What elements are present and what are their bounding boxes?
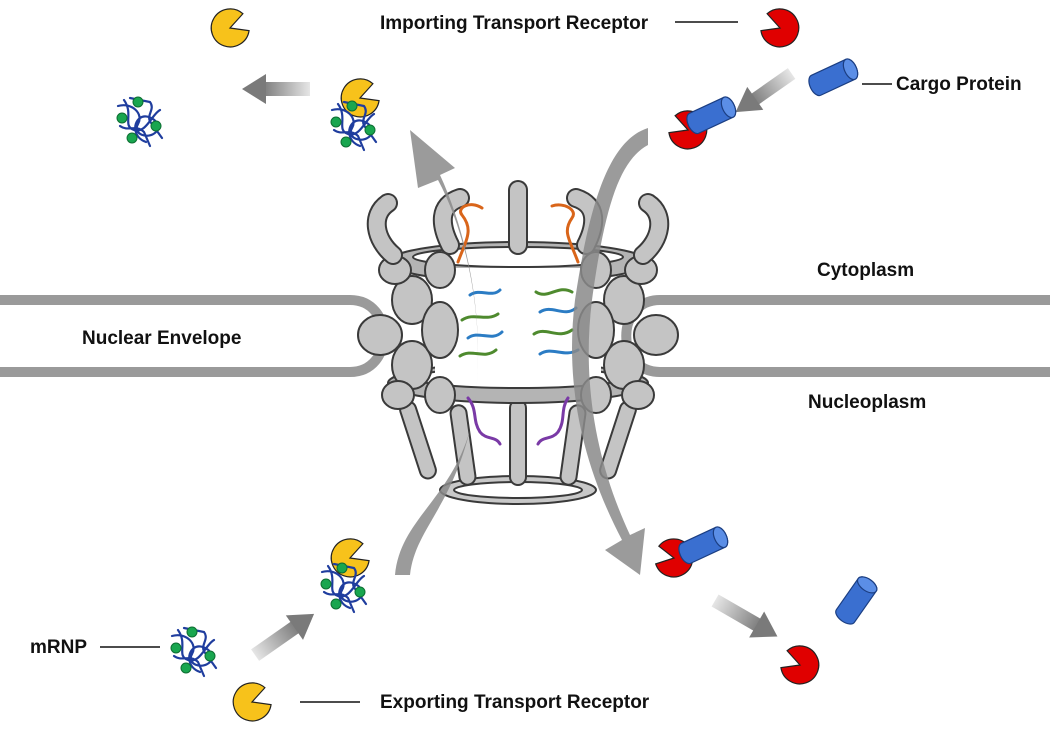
- cytoplasm-label: Cytoplasm: [817, 260, 914, 281]
- flow-arrow-icon: [242, 74, 310, 104]
- cargo-protein-icon: [805, 56, 862, 99]
- pore-subunits: [357, 251, 679, 414]
- import-receptor-icon: [756, 3, 805, 53]
- export-receptor-icon: [205, 3, 254, 53]
- importing-receptor-label: Importing Transport Receptor: [380, 13, 649, 34]
- export-receptor-icon: [325, 533, 374, 583]
- export-receptor-icon: [227, 677, 276, 727]
- flow-arrow-icon: [735, 68, 796, 113]
- nuclear-pore-complex: [357, 180, 679, 505]
- transport-arrows: [242, 68, 796, 661]
- nucleoplasm-label: Nucleoplasm: [808, 392, 926, 413]
- nuclear-envelope-label: Nuclear Envelope: [82, 328, 241, 349]
- mrnp-icon: [169, 625, 218, 678]
- exporting-receptor-label: Exporting Transport Receptor: [380, 692, 650, 713]
- cargo-protein-icon: [675, 524, 732, 567]
- flow-arrow-icon: [711, 594, 778, 638]
- import-receptor-icon: [776, 640, 825, 690]
- cargo-protein-icon: [832, 573, 881, 628]
- cargo-protein-label: Cargo Protein: [896, 74, 1022, 95]
- cargo-protein-icon: [683, 94, 740, 137]
- cytoplasmic-filaments: [366, 180, 670, 265]
- flow-arrow-icon: [251, 613, 315, 661]
- mrnp-label: mRNP: [30, 637, 87, 658]
- flow-arrow-icon: [395, 128, 648, 575]
- leader-lines: [100, 21, 892, 703]
- mrnp-icon: [115, 95, 164, 148]
